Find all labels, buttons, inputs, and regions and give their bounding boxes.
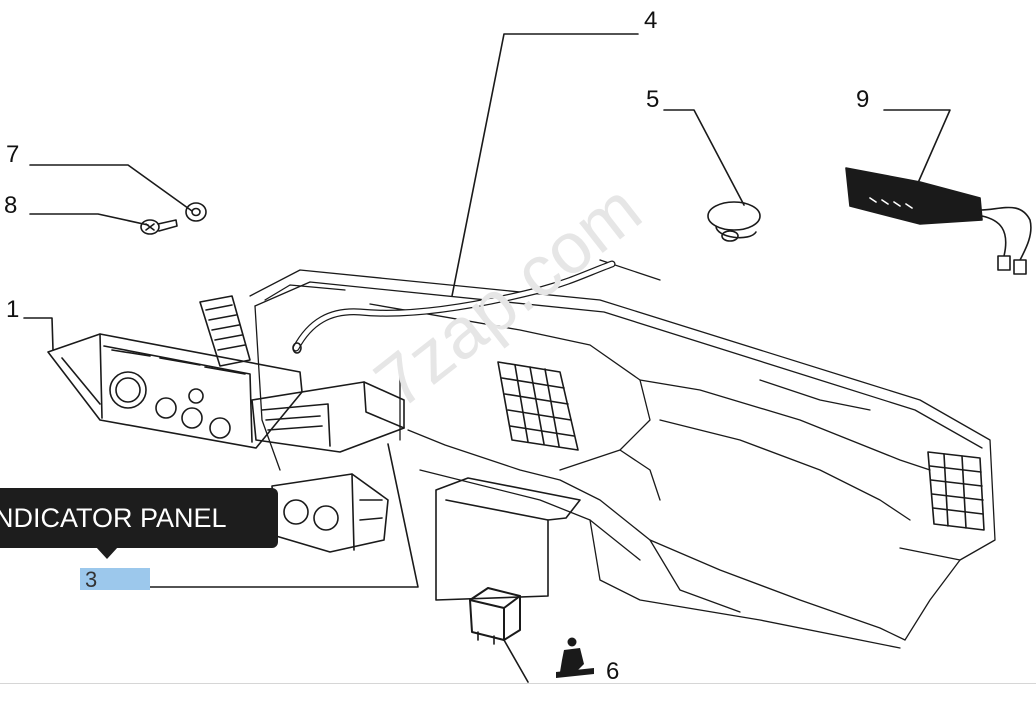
washer [185,202,207,222]
relay [469,587,521,645]
tooltip: NDICATOR PANEL [0,488,278,548]
callout-5: 5 [646,86,660,113]
screw [140,219,178,235]
callout-8: 8 [4,192,18,219]
bottom-divider [0,683,1036,684]
lower-bracket [435,477,581,601]
left-air-vent [199,295,251,367]
seatbelt-icon [556,637,594,678]
callout-7: 7 [6,141,20,168]
callout-9: 9 [856,86,870,113]
callout-6: 6 [606,658,620,685]
dashboard [249,259,996,649]
callout-4: 4 [644,7,658,34]
center-air-vent [497,361,579,451]
light-unit [845,167,1032,275]
callout-3: 3 [85,567,98,592]
grommet [707,201,761,242]
instrument-cluster [47,333,303,449]
right-air-vent [927,451,985,531]
leader-lines [23,33,951,683]
defroster-pipe [292,260,616,354]
callout-3-selected[interactable]: 3 [80,567,150,592]
callout-1: 1 [6,296,20,323]
indicator-panel [271,473,389,553]
tooltip-text: NDICATOR PANEL [0,503,227,533]
tooltip-arrow [96,547,118,559]
switch-module [251,381,405,453]
